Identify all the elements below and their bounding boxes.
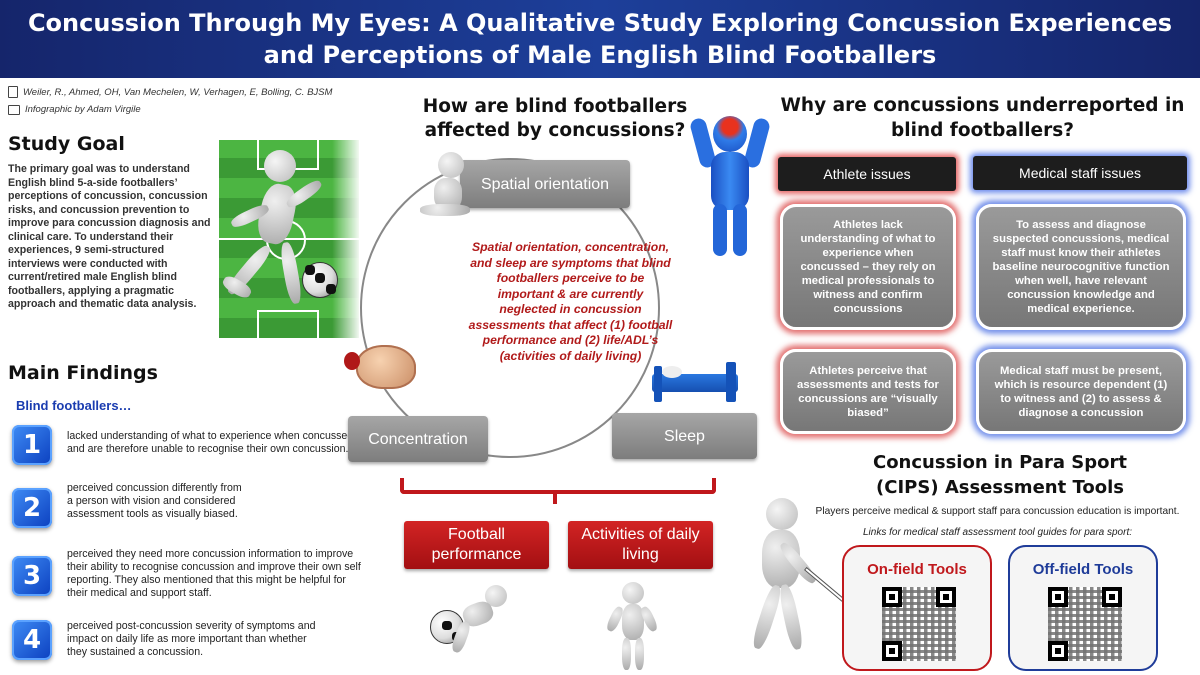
underreported-title: Why are concussions underreported in bli… xyxy=(770,93,1195,143)
falling-player-figure xyxy=(449,585,515,655)
headache-figure xyxy=(688,108,772,258)
finding-text: perceived concussion differently from a … xyxy=(67,482,242,520)
affected-title-line-1: How are blind footballers xyxy=(422,96,688,117)
finding-number-badge: 4 xyxy=(12,620,52,660)
document-icon xyxy=(8,86,18,98)
cips-links-label: Links for medical staff assessment tool … xyxy=(862,527,1132,538)
finding-text: lacked understanding of what to experien… xyxy=(67,430,354,455)
finding-number-badge: 2 xyxy=(12,488,52,528)
football-performance-box: Football performance xyxy=(404,521,549,569)
concentration-box: Concentration xyxy=(348,416,488,462)
qr-code-icon[interactable] xyxy=(1048,587,1122,661)
bed-icon xyxy=(652,362,738,406)
off-field-tools-label: Off-field Tools xyxy=(1032,561,1134,578)
brain-icon xyxy=(356,345,416,389)
symptom-summary-text: Spatial orientation, concentration, and … xyxy=(468,240,673,363)
daily-living-box: Activities of daily living xyxy=(568,521,713,569)
findings-subheading: Blind footballers… xyxy=(16,398,132,413)
off-field-tools-card[interactable]: Off-field Tools xyxy=(1008,545,1158,671)
underreported-title-line-2: blind footballers? xyxy=(891,120,1074,141)
on-field-tools-card[interactable]: On-field Tools xyxy=(842,545,992,671)
affected-title-line-2: affected by concussions? xyxy=(424,120,686,141)
qr-code-icon[interactable] xyxy=(882,587,956,661)
blind-walker-figure xyxy=(746,498,861,673)
cips-title: Concussion in Para Sport (CIPS) Assessme… xyxy=(840,450,1160,500)
finding-number-badge: 3 xyxy=(12,556,52,596)
soccer-ball-icon xyxy=(302,262,338,298)
medical-issue-card: To assess and diagnose suspected concuss… xyxy=(976,204,1186,330)
bag-icon xyxy=(344,352,360,370)
main-findings-heading: Main Findings xyxy=(8,362,158,384)
athlete-issue-card: Athletes perceive that assessments and t… xyxy=(780,349,956,434)
study-goal-heading: Study Goal xyxy=(8,133,125,155)
underreported-title-line-1: Why are concussions underreported in xyxy=(780,95,1185,116)
study-goal-text: The primary goal was to understand Engli… xyxy=(8,163,211,310)
kicking-player-figure xyxy=(220,150,332,340)
finding-number-badge: 1 xyxy=(12,425,52,465)
infographic-credit: Infographic by Adam Virgile xyxy=(25,104,141,115)
citation-infographic: Infographic by Adam Virgile xyxy=(8,104,141,115)
on-field-tools-label: On-field Tools xyxy=(867,561,967,578)
finding-text: perceived post-concussion severity of sy… xyxy=(67,620,316,658)
sitting-figure xyxy=(420,152,480,232)
athlete-issue-card: Athletes lack understanding of what to e… xyxy=(780,204,956,330)
image-icon xyxy=(8,104,20,115)
title-line-1: Concussion Through My Eyes: A Qualitativ… xyxy=(27,9,1173,37)
affected-title: How are blind footballers affected by co… xyxy=(395,95,715,143)
medical-staff-issues-tag: Medical staff issues xyxy=(973,156,1187,190)
cips-title-line-1: Concussion in Para Sport xyxy=(872,452,1127,473)
shrugging-figure xyxy=(604,582,660,672)
sleep-box: Sleep xyxy=(612,413,757,459)
title-line-2: and Perceptions of Male English Blind Fo… xyxy=(263,41,937,69)
athlete-issues-tag: Athlete issues xyxy=(778,157,956,191)
outcome-bracket-center xyxy=(553,494,557,504)
outcome-bracket xyxy=(400,478,716,494)
finding-text: perceived they need more concussion info… xyxy=(67,548,361,599)
authors-text: Weiler, R., Ahmed, OH, Van Mechelen, W, … xyxy=(23,86,333,98)
cips-statement: Players perceive medical & support staff… xyxy=(815,506,1180,517)
symptom-cycle-circle xyxy=(360,158,660,458)
cips-title-line-2: (CIPS) Assessment Tools xyxy=(876,477,1124,498)
citation-authors: Weiler, R., Ahmed, OH, Van Mechelen, W, … xyxy=(8,86,332,98)
header-banner: Concussion Through My Eyes: A Qualitativ… xyxy=(0,0,1200,78)
medical-issue-card: Medical staff must be present, which is … xyxy=(976,349,1186,434)
spatial-orientation-box: Spatial orientation xyxy=(460,160,630,208)
